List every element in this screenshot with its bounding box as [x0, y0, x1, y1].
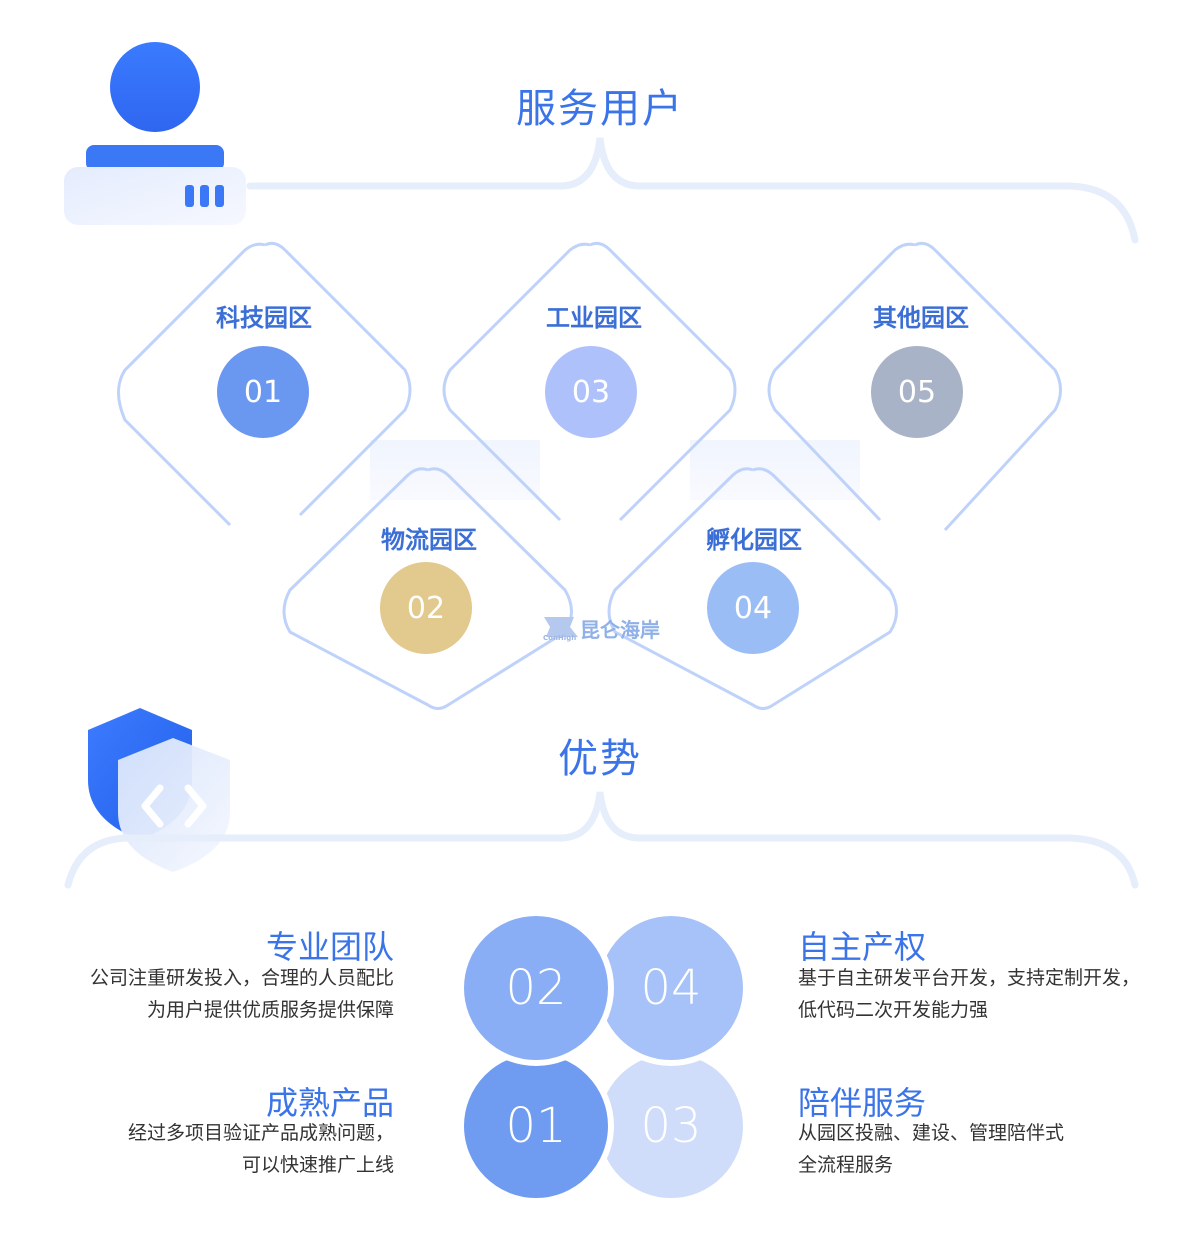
advantage-title-ip: 自主产权	[798, 928, 927, 966]
advantage-title-product: 成熟产品	[265, 1084, 394, 1122]
advantage-circle-03: 03	[593, 1048, 749, 1204]
advantage-desc-service-2: 全流程服务	[798, 1154, 894, 1176]
zone-label-tech: 科技园区	[216, 304, 312, 332]
zones-diamond-grid	[117, 241, 1062, 710]
zone-circle-01: 01	[217, 346, 309, 438]
advantage-desc-team-1: 公司注重研发投入，合理的人员配比	[89, 967, 394, 989]
advantage-title-service: 陪伴服务	[798, 1084, 927, 1122]
zone-circle-05: 05	[871, 346, 963, 438]
users-section-title: 服务用户	[516, 86, 684, 132]
advantage-circle-02: 02	[458, 910, 614, 1066]
zone-circle-03: 03	[545, 346, 637, 438]
zone-circle-04: 04	[707, 562, 799, 654]
user-icon	[64, 42, 246, 225]
advantage-desc-product-1: 经过多项目验证产品成熟问题，	[127, 1122, 394, 1144]
advantage-desc-team-2: 为用户提供优质服务提供保障	[146, 999, 394, 1021]
advantage-circle-04: 04	[593, 910, 749, 1066]
advantage-desc-ip-2: 低代码二次开发能力强	[798, 999, 989, 1021]
advantage-desc-service-1: 从园区投融、建设、管理陪伴式	[798, 1122, 1065, 1144]
zone-label-industry: 工业园区	[546, 304, 642, 332]
zone-circle-02: 02	[380, 562, 472, 654]
advantages-brace	[64, 791, 1139, 889]
watermark-sub: ConHigh	[543, 634, 577, 642]
advantage-circle-01: 01	[458, 1048, 614, 1204]
advantage-desc-ip-1: 基于自主研发平台开发，支持定制开发，	[798, 967, 1141, 989]
zone-label-other: 其他园区	[873, 304, 969, 332]
advantage-desc-product-2: 可以快速推广上线	[241, 1154, 394, 1176]
zone-label-incubation: 孵化园区	[706, 526, 802, 554]
watermark-logo-icon	[544, 617, 578, 637]
advantages-section-title: 优势	[558, 736, 642, 782]
users-brace	[246, 137, 1139, 244]
advantage-title-team: 专业团队	[265, 928, 394, 966]
watermark-text: 昆仑海岸	[580, 618, 660, 642]
zone-label-logistics: 物流园区	[381, 526, 477, 554]
